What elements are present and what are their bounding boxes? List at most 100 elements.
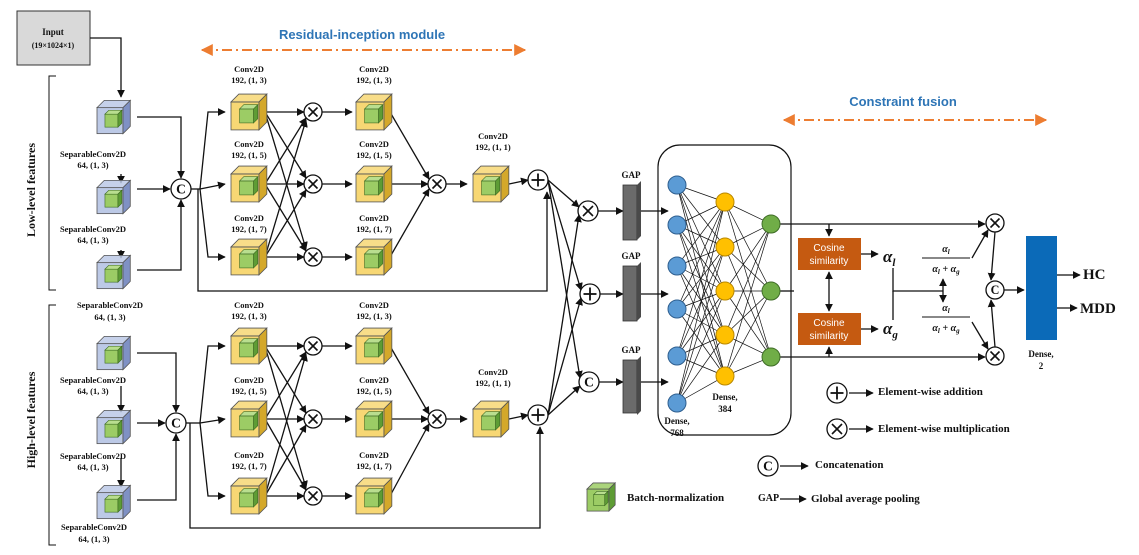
dense-edge xyxy=(724,246,772,292)
multiply-op xyxy=(985,213,1005,233)
connector xyxy=(264,351,307,420)
bn-side xyxy=(378,487,384,508)
add-op xyxy=(826,382,848,404)
connector xyxy=(547,179,583,291)
high-level-label: High-level features xyxy=(24,371,38,468)
bn-side xyxy=(495,175,501,196)
dense-edge xyxy=(676,201,726,267)
op-circle xyxy=(170,178,192,200)
dense-edge xyxy=(676,246,726,404)
bn-side xyxy=(117,189,123,208)
op-circle xyxy=(165,412,187,434)
dense-container xyxy=(657,144,792,436)
output-dense-label: Dense, xyxy=(1028,349,1053,359)
sepconv-block-low xyxy=(96,99,132,135)
bn-front xyxy=(239,342,254,358)
conv-block-col1 xyxy=(230,400,268,438)
bn-front xyxy=(239,492,254,508)
multiply-op xyxy=(427,174,447,194)
cube-side xyxy=(383,477,393,515)
cube-side xyxy=(383,327,393,365)
bn-front xyxy=(239,253,254,269)
op-circle xyxy=(757,455,779,477)
conv-high-c1-name: Conv2D xyxy=(234,450,264,460)
bn-front xyxy=(104,498,119,513)
bn-front xyxy=(104,193,119,208)
multiply-op xyxy=(303,409,323,429)
sepconv-block-high xyxy=(96,409,132,445)
gap-block xyxy=(622,184,638,241)
conv-block-col1 xyxy=(230,93,268,131)
connector xyxy=(264,189,307,258)
connector xyxy=(137,199,185,271)
dense384-node xyxy=(715,192,735,212)
connection-lines xyxy=(90,37,1081,529)
bn-side xyxy=(253,248,259,269)
op-x2 xyxy=(307,340,319,352)
dense-edge xyxy=(724,201,772,292)
legend-gap-text: Global average pooling xyxy=(811,493,920,505)
bn-front xyxy=(364,253,379,269)
conv-low-c1-name: Conv2D xyxy=(234,139,264,149)
bn-front xyxy=(481,180,496,196)
bn-side xyxy=(117,264,123,283)
conv-low-1x1-params: 192, (1, 1) xyxy=(475,142,511,152)
weight-fraction-1: αl αl + αg xyxy=(922,244,970,276)
dense-edge xyxy=(724,223,772,377)
cube-side xyxy=(122,254,131,290)
bn-side xyxy=(117,494,123,513)
multiply-op xyxy=(427,409,447,429)
conv-low-c2-name: Conv2D xyxy=(359,139,389,149)
conv-block-col1 xyxy=(230,327,268,365)
op-c: C xyxy=(176,182,186,197)
conv-block-col2 xyxy=(355,93,393,131)
conv-block-col1 xyxy=(230,477,268,515)
conv-low-c1-params: 192, (1, 7) xyxy=(231,224,267,234)
add-op xyxy=(527,169,549,191)
dense-edge xyxy=(724,223,772,336)
cube-side xyxy=(258,400,268,438)
concat-op: C xyxy=(578,371,600,393)
sepconv-params: 64, (1, 3) xyxy=(77,462,108,472)
op-x2 xyxy=(307,106,319,118)
cube-side xyxy=(383,93,393,131)
connector xyxy=(971,229,989,259)
connector xyxy=(137,433,180,501)
bn-side xyxy=(378,248,384,269)
svg-text:αl + αg: αl + αg xyxy=(932,323,960,335)
gap-label-3: GAP xyxy=(622,345,642,355)
dense-edge xyxy=(676,201,726,357)
dense768-node xyxy=(667,175,687,195)
dense-edge xyxy=(724,246,772,358)
sepconv-block-high xyxy=(96,484,132,520)
conv-high-c1-name: Conv2D xyxy=(234,300,264,310)
conv-block-1x1 xyxy=(472,400,510,438)
sepconv-block-low xyxy=(96,254,132,290)
cosine-l-line2: similarity xyxy=(810,256,849,267)
op-x2 xyxy=(831,423,843,435)
sepconv-params: 64, (1, 3) xyxy=(77,235,108,245)
bn-front xyxy=(239,415,254,431)
legend-gap-key: GAP xyxy=(758,493,779,504)
add-op xyxy=(579,283,601,305)
dense-edge xyxy=(676,201,726,310)
bn-side xyxy=(253,337,259,358)
bn-side xyxy=(253,410,259,431)
bn-front xyxy=(104,113,119,128)
connector xyxy=(508,177,529,186)
dense2-node xyxy=(761,281,781,301)
connector xyxy=(987,231,996,281)
conv-low-c2-name: Conv2D xyxy=(359,64,389,74)
connector xyxy=(199,181,226,190)
bn-side xyxy=(117,109,123,128)
dense768-node xyxy=(667,256,687,276)
connector xyxy=(971,321,989,350)
multiply-op xyxy=(303,102,323,122)
op-x2 xyxy=(307,413,319,425)
dense-edge xyxy=(676,201,726,404)
conv-block-col2 xyxy=(355,238,393,276)
connector xyxy=(199,416,226,424)
op-c: C xyxy=(763,459,773,474)
conv-high-c1-name: Conv2D xyxy=(234,375,264,385)
